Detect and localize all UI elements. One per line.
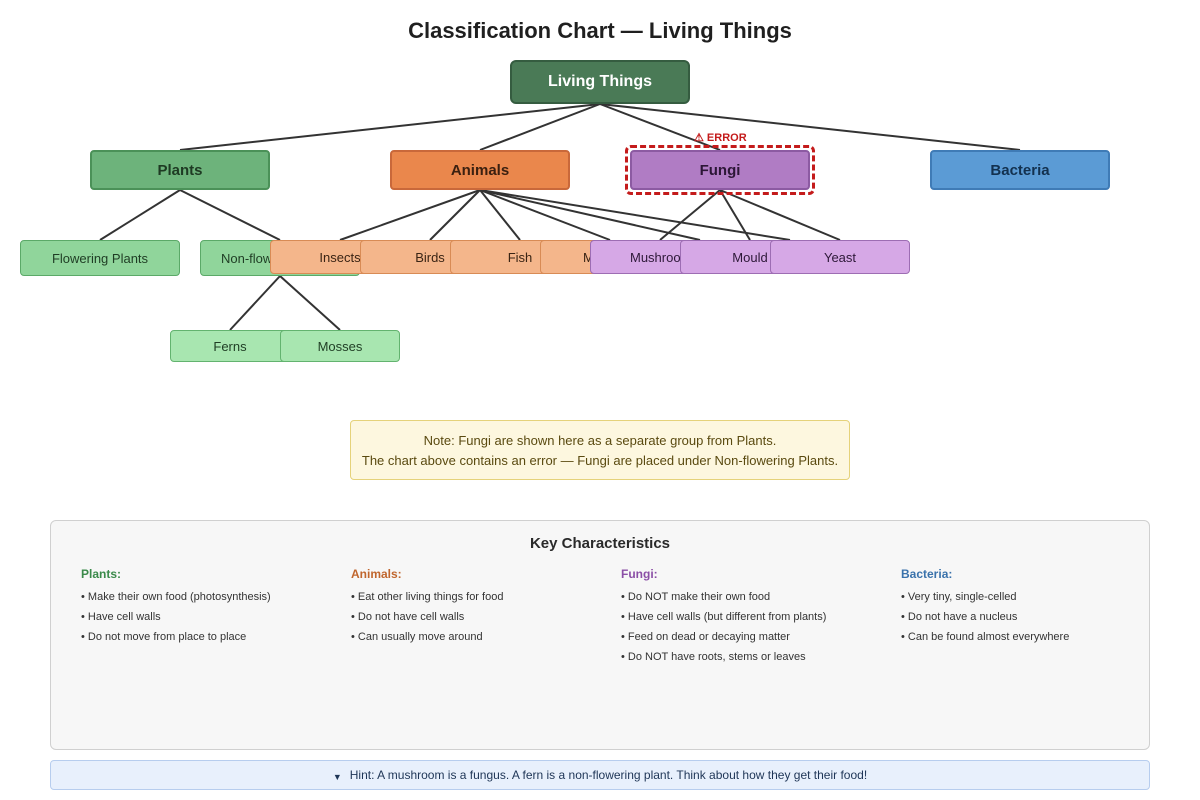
node-flowering-plants: Flowering Plants [20, 240, 180, 276]
key-column-fungi: Fungi: • Do NOT make their own food • Ha… [621, 567, 826, 667]
lightbulb-icon: ▼ [332, 772, 342, 782]
node-fungi: Fungi [630, 150, 810, 190]
edge-root-bacteria [599, 103, 1021, 151]
edge-animals-mammals [479, 189, 611, 241]
node-bacteria: Bacteria [930, 150, 1110, 190]
key-column-bacteria: Bacteria: • Very tiny, single-celled • D… [901, 567, 1069, 647]
key-item: • Do not have cell walls [351, 611, 465, 623]
note-box: Note: Fungi are shown here as a separate… [350, 420, 850, 480]
key-heading-bacteria: Bacteria: [901, 567, 953, 581]
node-ferns: Ferns [170, 330, 290, 362]
edge-plants-flowering [99, 189, 181, 241]
key-item: • Do NOT make their own food [621, 591, 771, 603]
edge-animals-insects [339, 189, 481, 241]
edge-animals-birds [429, 189, 481, 241]
note-line-1: Note: Fungi are shown here as a separate… [423, 433, 777, 448]
edge-root-animals [479, 103, 601, 151]
key-heading-fungi: Fungi: [621, 567, 658, 581]
key-item: • Can usually move around [351, 631, 483, 643]
key-item: • Do not have a nucleus [901, 611, 1018, 623]
key-column-animals: Animals: • Eat other living things for f… [351, 567, 503, 647]
error-highlight [625, 145, 815, 195]
error-label: ⚠ ERROR [694, 132, 747, 144]
key-title: Key Characteristics [529, 535, 671, 552]
key-item: • Very tiny, single-celled [901, 591, 1017, 603]
edge-fungi-mushrooms [659, 189, 721, 241]
key-item: • Have cell walls [81, 611, 161, 623]
edge-fungi-yeast [719, 189, 841, 241]
edge-nonflowering-mosses [279, 275, 341, 331]
hint-bar: ▼ Hint: A mushroom is a fungus. A fern i… [50, 760, 1150, 790]
key-heading-animals: Animals: [351, 567, 402, 581]
node-plants: Plants [90, 150, 270, 190]
key-item: • Feed on dead or decaying matter [621, 631, 790, 643]
edge-animals-fish [479, 189, 521, 241]
key-item: • Can be found almost everywhere [901, 631, 1070, 643]
edge-animals-extra-1 [479, 189, 701, 241]
edge-plants-nonflowering [179, 189, 281, 241]
edge-fungi-mould [719, 189, 751, 241]
key-characteristics-panel: Key Characteristics Plants: • Make their… [50, 520, 1150, 750]
note-line-2: The chart above contains an error — Fung… [361, 453, 839, 468]
key-item: • Have cell walls (but different from pl… [621, 611, 827, 623]
key-heading-plants: Plants: [81, 567, 122, 581]
edge-root-plants [179, 103, 601, 151]
key-item: • Make their own food (photosynthesis) [81, 591, 271, 603]
key-item: • Eat other living things for food [351, 591, 504, 603]
key-item: • Do NOT have roots, stems or leaves [621, 651, 806, 663]
key-item: • Do not move from place to place [81, 631, 247, 643]
chart-title: Classification Chart — Living Things [408, 18, 792, 43]
edge-root-fungi [599, 103, 721, 151]
node-animals: Animals [390, 150, 570, 190]
edge-nonflowering-ferns [229, 275, 281, 331]
hint-text: Hint: A mushroom is a fungus. A fern is … [349, 768, 868, 782]
edge-animals-extra-2 [479, 189, 791, 241]
key-column-plants: Plants: • Make their own food (photosynt… [81, 567, 271, 647]
node-living-things: Living Things [510, 60, 690, 104]
node-mosses: Mosses [280, 330, 400, 362]
node-yeast: Yeast [770, 240, 910, 274]
